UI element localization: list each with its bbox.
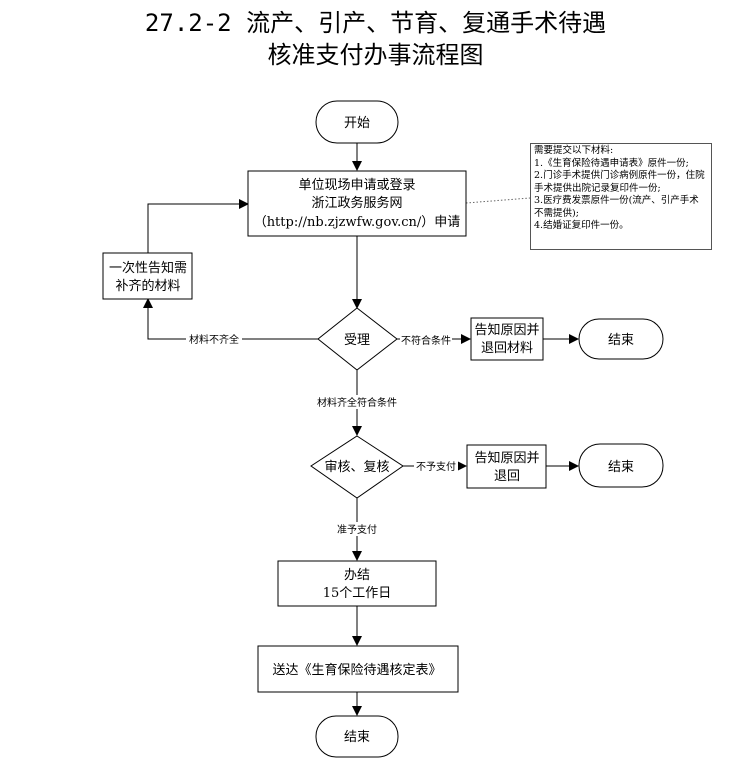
accept-decision (317, 307, 398, 371)
apply-label-line2: 浙江政务服务网 (311, 195, 402, 211)
finish-label-line2: 15个工作日 (323, 586, 392, 601)
reject2-box (466, 444, 547, 489)
start-label: 开始 (344, 116, 370, 131)
edge-notify-apply (147, 199, 249, 253)
end2-label: 结束 (608, 460, 634, 475)
apply-label-line1: 单位现场申请或登录 (298, 178, 415, 193)
deliver-box (257, 645, 459, 693)
page-title-line2: 核准支付办事流程图 (267, 41, 484, 69)
edge-incomplete (143, 298, 318, 340)
end3-terminal (315, 715, 399, 758)
edge-label-incomplete: 材料不齐全 (189, 333, 239, 346)
end2-terminal (578, 443, 664, 488)
reject1-label-line2: 退回材料 (481, 341, 533, 356)
apply-label-line3: （http://nb.zjzwfw.gov.cn/）申请 (254, 215, 461, 230)
reject2-label-line1: 告知原因并 (474, 450, 539, 466)
note-line: 不需提供); (534, 207, 579, 219)
materials-note: 需要提交以下材料: 1.《生育保险待遇申请表》原件一份; 2.门诊手术提供门诊病… (530, 143, 712, 250)
accept-label: 受理 (344, 333, 370, 348)
apply-box (247, 170, 467, 237)
end3-label: 结束 (344, 730, 370, 745)
edge-label-not-paid: 不予支付 (416, 460, 456, 473)
edge-label-approved: 准予支付 (337, 523, 377, 536)
page-title-line1: 27.2-2 流产、引产、节育、复通手术待遇 (144, 9, 607, 37)
review-label: 审核、复核 (324, 460, 389, 475)
note-connector (465, 197, 531, 204)
edge-label-complete: 材料齐全符合条件 (317, 396, 397, 409)
notify-label-line1: 一次性告知需 (109, 260, 187, 276)
start-terminal (315, 100, 399, 144)
deliver-label: 送达《生育保险待遇核定表》 (272, 662, 441, 678)
end1-terminal (578, 318, 664, 360)
notify-box (102, 252, 193, 300)
note-line: 3.医疗费发票原件一份(流产、引产手术 (534, 195, 699, 206)
note-line: 1.《生育保险待遇申请表》原件一份; (534, 157, 689, 169)
reject1-box (470, 317, 544, 361)
review-decision (310, 435, 404, 499)
note-line: 手术提供出院记录复印件一份; (534, 182, 661, 194)
finish-label-line1: 办结 (344, 568, 370, 583)
reject1-label-line1: 告知原因并 (474, 322, 539, 338)
note-line: 需要提交以下材料: (534, 145, 614, 156)
notify-label-line2: 补齐的材料 (115, 278, 180, 294)
end1-label: 结束 (608, 333, 634, 348)
edge-label-not-qualified: 不符合条件 (401, 334, 451, 347)
finish-box (277, 560, 437, 607)
note-line: 4.结婚证复印件一份。 (534, 220, 629, 231)
note-line: 2.门诊手术提供门诊病例原件一份，住院 (534, 170, 705, 181)
reject2-label-line2: 退回 (494, 469, 520, 484)
